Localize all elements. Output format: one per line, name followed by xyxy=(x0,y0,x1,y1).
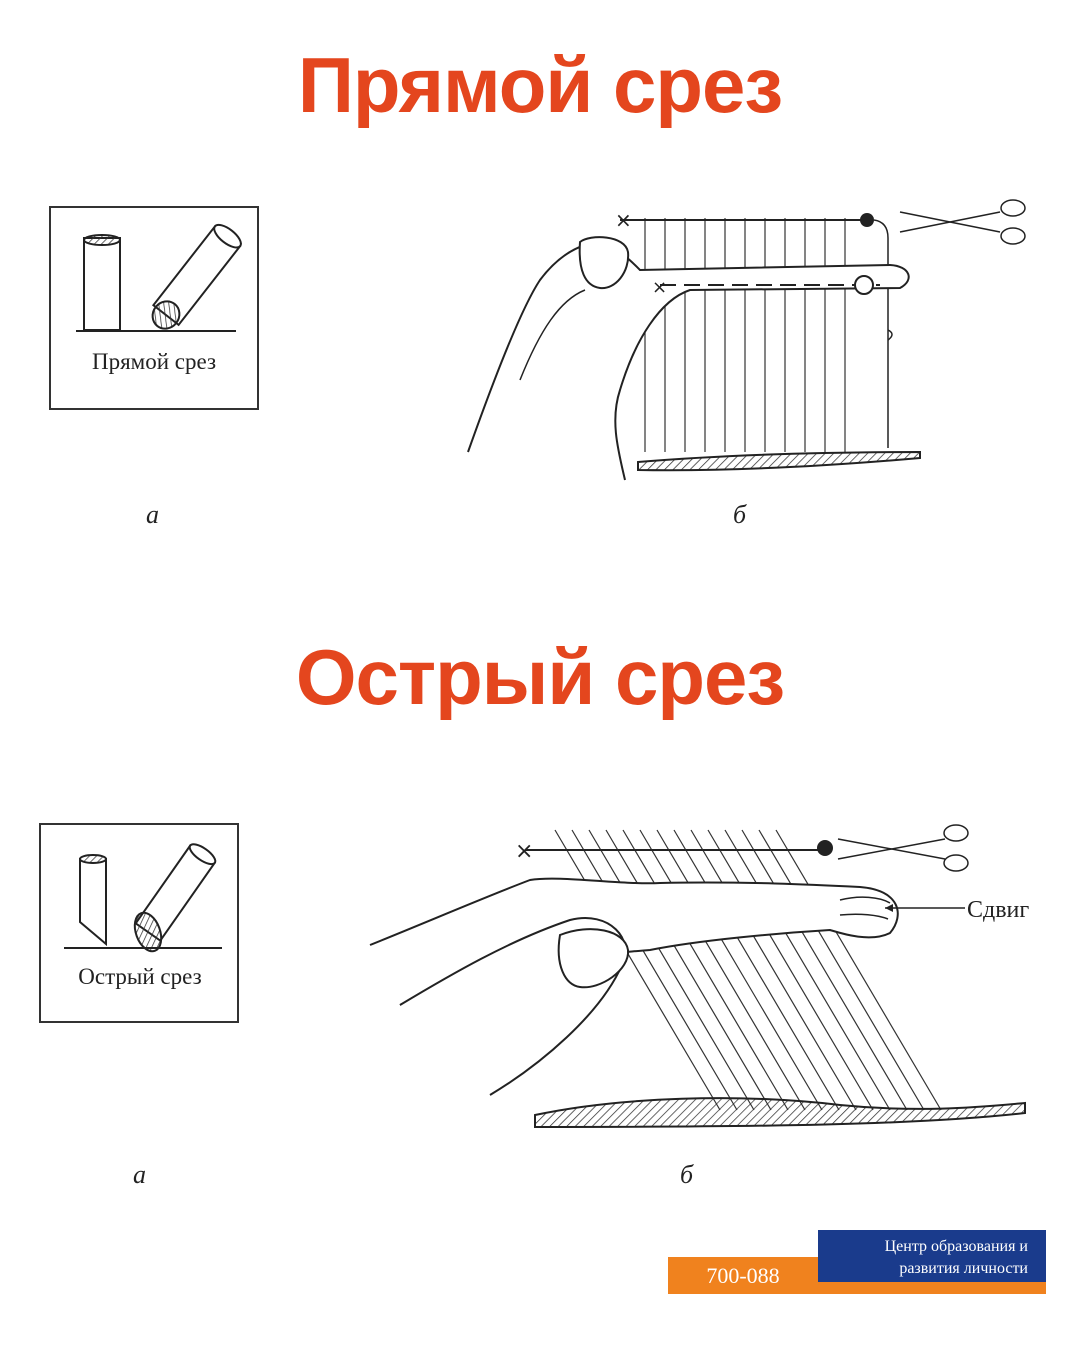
figure-label-a-2: а xyxy=(133,1160,146,1189)
organization-name-line2: развития личности xyxy=(899,1260,1028,1277)
svg-text:×: × xyxy=(652,277,667,298)
scissors-icon xyxy=(837,824,969,872)
sharp-cut-hand-illustration: × Сдвиг xyxy=(369,824,1029,1129)
organization-banner: Центр образования и развития личности xyxy=(818,1230,1046,1282)
straight-cut-caption: Прямой срез xyxy=(92,349,216,374)
phone-number-badge: 700-088 xyxy=(668,1257,818,1294)
figure-label-b-1: б xyxy=(733,500,747,529)
figure-label-a-1: а xyxy=(146,500,159,529)
straight-cut-hand-illustration: × × xyxy=(467,199,1026,481)
section-title-sharp-cut: Острый срез xyxy=(295,633,785,721)
svg-text:×: × xyxy=(515,839,533,864)
shift-label: Сдвиг xyxy=(967,897,1029,923)
organization-name-line1: Центр образования и xyxy=(884,1238,1028,1255)
scissors-icon xyxy=(899,199,1026,245)
section-title-straight-cut: Прямой срез xyxy=(297,41,783,129)
straight-cut-diagram: Прямой срез xyxy=(49,206,259,410)
sharp-cut-caption: Острый срез xyxy=(78,964,201,989)
sharp-cut-diagram: Острый срез xyxy=(39,823,239,1023)
footer-accent-strip xyxy=(818,1282,1046,1294)
figure-label-b-2: б xyxy=(680,1160,694,1189)
svg-text:×: × xyxy=(615,208,632,232)
